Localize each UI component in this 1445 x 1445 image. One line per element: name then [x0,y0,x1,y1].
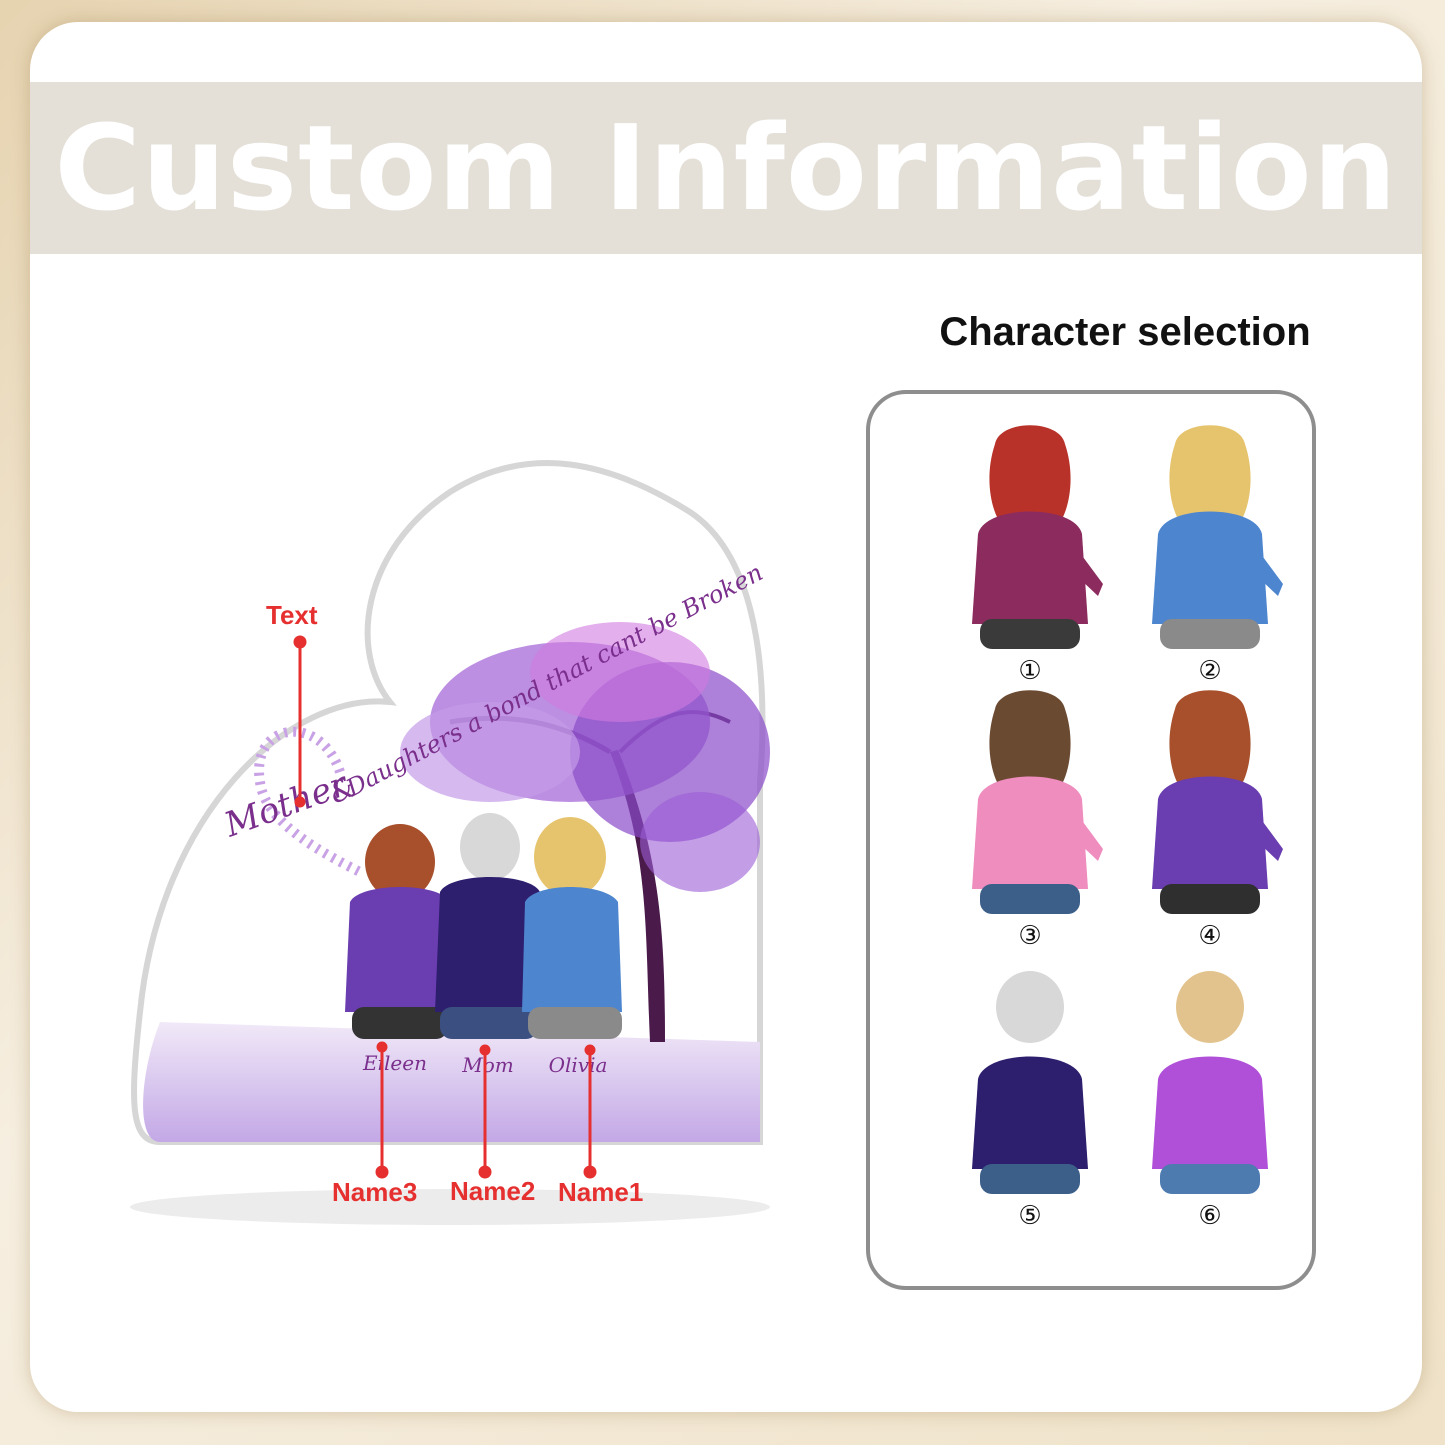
character-figure [972,690,1103,914]
product-card: Custom Information [30,22,1422,1412]
tree-foliage [400,622,770,892]
character-option-5[interactable]: ⑤ [930,969,1130,1231]
character-number: ② [1198,656,1222,686]
callout-lines [293,635,597,1179]
character-option-4[interactable]: ④ [1110,689,1310,951]
tree-trunk [610,750,665,1042]
figure-right [522,817,622,1039]
callout-text: Text [266,600,318,630]
character-figure [1152,690,1283,914]
callout-name2: Name2 [450,1176,536,1206]
character-option-2[interactable]: ② [1110,424,1310,686]
name-label-3: Olivia [549,1053,608,1077]
character-selection-panel: ① ② ③ ④ [866,390,1316,1290]
callout-name1: Name1 [558,1177,644,1207]
heart-plaque-illustration: Mother & Daughters a bond that cant be B… [130,460,770,1225]
character-figure [972,425,1103,649]
figure-middle [435,813,540,1039]
character-figure [1152,425,1283,649]
name-label-2: Mom [461,1053,513,1077]
name-label-1: Eileen [362,1051,427,1075]
figure-left [345,824,455,1039]
dotted-heart [254,726,363,877]
product-preview: Mother & Daughters a bond that cant be B… [90,452,790,1232]
character-option-3[interactable]: ③ [930,689,1130,951]
ground [143,1022,760,1142]
character-number: ⑥ [1198,1201,1222,1231]
character-number: ④ [1198,921,1222,951]
character-option-6[interactable]: ⑥ [1110,969,1310,1231]
character-figure [1152,971,1268,1194]
header-banner: Custom Information [30,82,1422,254]
character-selection-title: Character selection [939,310,1311,354]
character-number: ③ [1018,921,1042,951]
character-number: ⑤ [1018,1201,1042,1231]
callout-name3: Name3 [332,1177,418,1207]
character-option-1[interactable]: ① [930,424,1130,686]
page-title: Custom Information [54,99,1398,237]
character-number: ① [1018,656,1042,686]
character-figure [972,971,1088,1194]
